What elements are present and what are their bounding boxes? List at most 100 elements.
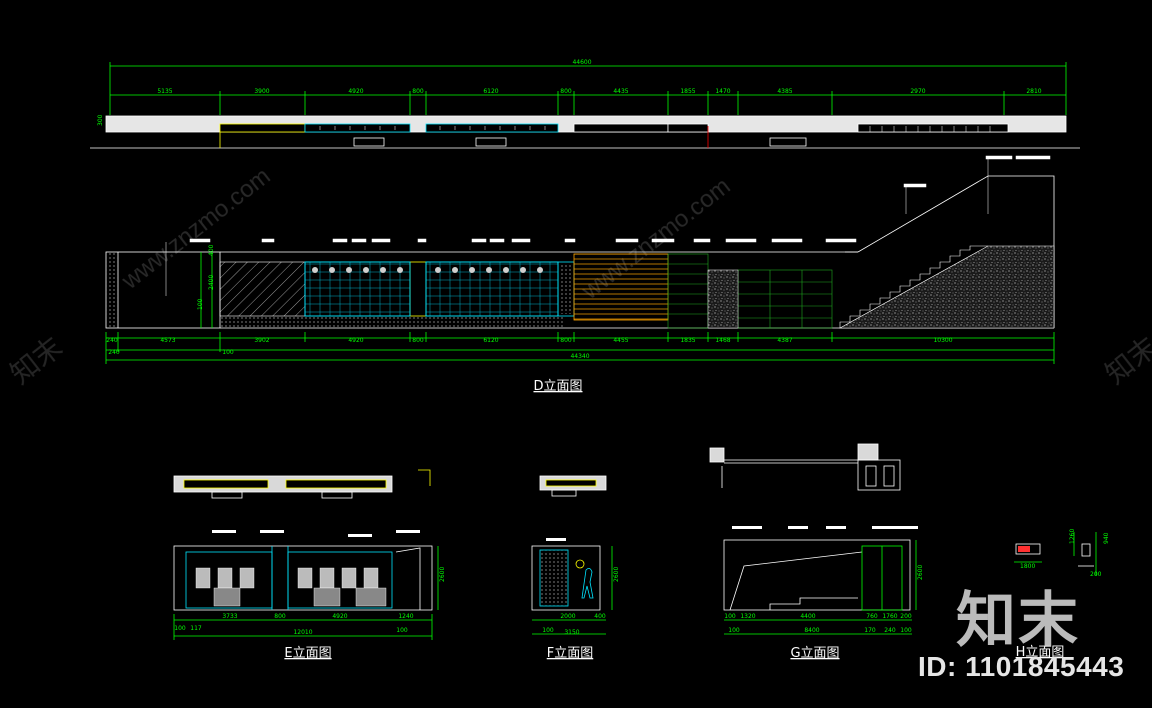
elevation-g-dim-lines	[724, 540, 917, 635]
svg-text:800: 800	[412, 88, 424, 95]
plan-d-height-dim: 300	[97, 114, 104, 126]
elevation-f-callout	[546, 538, 566, 541]
elevation-g-plan	[709, 443, 901, 491]
elevation-d-green-panels	[667, 253, 833, 329]
svg-text:4385: 4385	[777, 88, 792, 95]
svg-text:100: 100	[728, 627, 740, 634]
svg-text:知末: 知末	[1099, 330, 1152, 390]
elevation-d-left-hatch	[106, 252, 118, 328]
elevation-g-elevation	[723, 539, 911, 611]
elevation-h: 1800 1260 940 200 H立面图	[1014, 529, 1110, 660]
svg-text:100: 100	[396, 627, 408, 634]
elevation-e-title: E立面图	[284, 646, 331, 661]
elevation-e-height: 2600	[439, 567, 446, 582]
svg-text:940: 940	[1103, 532, 1110, 544]
elevation-h-panel	[1015, 543, 1041, 555]
watermark-brand-logo: 知末	[956, 586, 1080, 656]
elevation-e-plan	[173, 469, 431, 499]
svg-text:4920: 4920	[348, 337, 363, 344]
svg-text:3733: 3733	[222, 613, 237, 620]
elevation-e: 100 117 3733 800 4920 1240 100 12010 260…	[173, 469, 446, 661]
elevation-f-title: F立面图	[547, 646, 593, 661]
elevation-d-stair-steps	[839, 245, 988, 328]
svg-text:800: 800	[274, 613, 286, 620]
elevation-d-floor-hatch	[220, 316, 565, 328]
elevation-f-height: 2600	[613, 567, 620, 582]
svg-text:4920: 4920	[332, 613, 347, 620]
svg-text:知末: 知末	[4, 330, 68, 390]
svg-text:1320: 1320	[740, 613, 755, 620]
elevation-f-dims-text: 100 2000 400 3150	[542, 613, 606, 636]
elevation-h-logo	[1018, 546, 1030, 552]
svg-text:1835: 1835	[680, 337, 695, 344]
svg-text:100: 100	[542, 627, 554, 634]
plan-d: 44600 5135 3900 4920 800 6120 800 4435 1…	[90, 59, 1080, 149]
svg-text:3902: 3902	[254, 337, 269, 344]
svg-text:4920: 4920	[348, 88, 363, 95]
elevation-d-stair	[838, 245, 1055, 329]
elevation-d-shelf-items	[312, 267, 543, 273]
svg-text:4455: 4455	[613, 337, 628, 344]
svg-text:200: 200	[1090, 571, 1102, 578]
svg-text:100: 100	[197, 298, 204, 310]
elevation-e-elevation	[173, 545, 433, 611]
svg-text:800: 800	[412, 337, 424, 344]
elevation-d-shelving	[304, 261, 575, 317]
elevation-d-dimension-chain	[105, 252, 1055, 364]
svg-text:240: 240	[884, 627, 896, 634]
svg-text:2810: 2810	[1026, 88, 1041, 95]
elevation-h-side	[1078, 543, 1094, 567]
elevation-f-dim-lines	[532, 546, 613, 635]
watermark-id: ID: 1101845443	[918, 651, 1125, 682]
elevation-f-plan	[539, 475, 607, 497]
elevation-f-elevation	[531, 545, 601, 611]
svg-text:100: 100	[222, 349, 234, 356]
svg-text:4387: 4387	[777, 337, 792, 344]
svg-text:1468: 1468	[715, 337, 730, 344]
elevation-g-title: G立面图	[790, 646, 839, 661]
svg-text:100: 100	[174, 625, 186, 632]
svg-text:1470: 1470	[715, 88, 730, 95]
elevation-d-dims-text: 240 4573 3902 4920 800 6120 800 4455 183…	[106, 337, 952, 360]
elevation-e-callouts	[212, 530, 420, 537]
svg-text:200: 200	[900, 613, 912, 620]
elevation-d-overall-dim: 44340	[570, 353, 589, 360]
elevation-g: 100 1320 4400 760 1760 200 100 8400 170 …	[709, 443, 924, 661]
elevation-d: 240 4573 3902 4920 800 6120 800 4455 183…	[105, 155, 1055, 394]
elevation-g-callouts	[732, 526, 918, 529]
svg-text:240: 240	[106, 337, 118, 344]
elevation-g-dims-text: 100 1320 4400 760 1760 200 100 8400 170 …	[724, 613, 912, 634]
svg-text:6120: 6120	[483, 88, 498, 95]
svg-text:117: 117	[190, 625, 202, 632]
svg-text:3150: 3150	[564, 629, 579, 636]
svg-text:6120: 6120	[483, 337, 498, 344]
plan-d-dimension-chain	[109, 62, 1067, 115]
elevation-h-dim-lines	[1014, 532, 1097, 576]
svg-text:2400: 2400	[208, 275, 215, 290]
elevation-f: 100 2000 400 3150 2600 F立面图	[531, 475, 620, 661]
svg-text:100: 100	[724, 613, 736, 620]
elevation-d-callouts	[165, 155, 1051, 296]
elevation-d-pillar-hatch	[560, 264, 572, 314]
svg-text:1760: 1760	[882, 613, 897, 620]
svg-text:170: 170	[864, 627, 876, 634]
svg-text:1855: 1855	[680, 88, 695, 95]
plan-d-overall-dim: 44600	[572, 59, 591, 66]
svg-text:1800: 1800	[1020, 563, 1035, 570]
svg-text:2000: 2000	[560, 613, 575, 620]
plan-d-wall-outline	[90, 115, 1080, 149]
svg-text:1260: 1260	[1069, 529, 1076, 544]
svg-text:4435: 4435	[613, 88, 628, 95]
svg-text:5135: 5135	[157, 88, 172, 95]
elevation-e-mannequins	[195, 567, 387, 607]
svg-text:240: 240	[108, 349, 120, 356]
svg-text:4573: 4573	[160, 337, 175, 344]
svg-text:2970: 2970	[910, 88, 925, 95]
elevation-d-height-dims: 100 2400 400	[197, 244, 215, 310]
svg-text:3900: 3900	[254, 88, 269, 95]
elevation-e-dims-text: 100 117 3733 800 4920 1240 100 12010	[174, 613, 414, 636]
elevation-d-mirror-panel	[219, 261, 306, 317]
svg-text:1240: 1240	[398, 613, 413, 620]
plan-d-cells	[319, 126, 991, 132]
